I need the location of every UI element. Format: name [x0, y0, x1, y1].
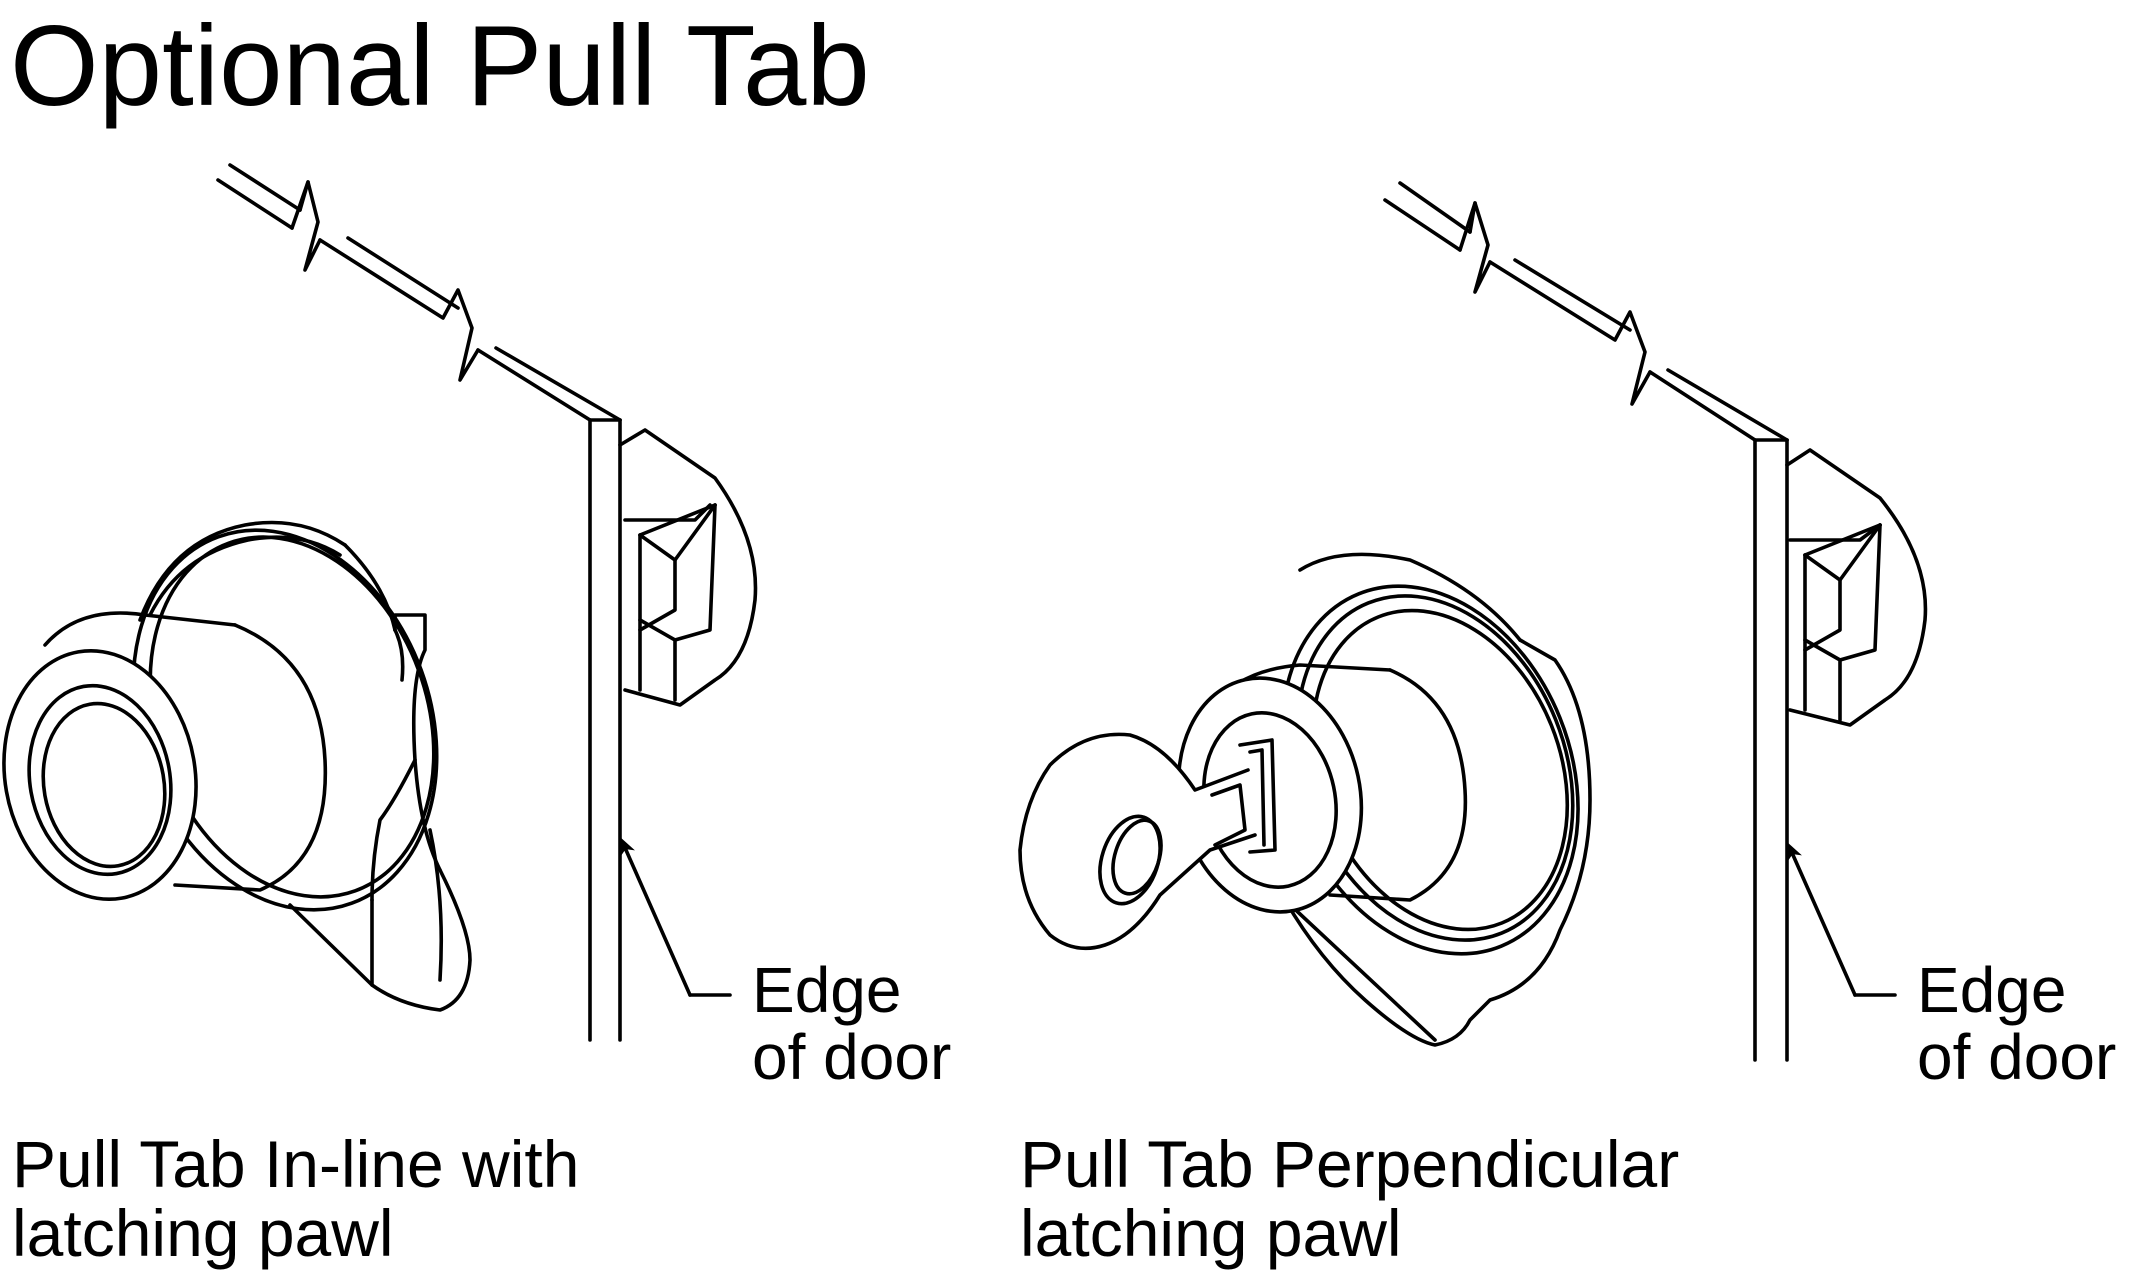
caption-line1: Pull Tab In-line with [12, 1127, 580, 1201]
edge-label-line2: of door [752, 1021, 952, 1094]
figure-caption-perpendicular: Pull Tab Perpendicular latching pawl [1020, 1130, 1679, 1267]
cabinet-edge-break [216, 163, 622, 1042]
figure-perpendicular-pull-tab [1018, 181, 1928, 1062]
edge-label-line2: of door [1917, 1021, 2117, 1094]
edge-label-line1: Edge [1917, 954, 2067, 1026]
edge-arrow-leader [620, 837, 692, 997]
caption-line2: latching pawl [1020, 1195, 1402, 1270]
edge-label-line1: Edge [752, 954, 902, 1026]
page-title: Optional Pull Tab [10, 3, 870, 130]
caption-line2: latching pawl [12, 1195, 394, 1270]
figure-inline-pull-tab [2, 163, 758, 1042]
lock-cylinder [1018, 552, 1592, 1047]
edge-arrow-leader [1787, 842, 1857, 997]
latch-body [1785, 448, 1928, 727]
latch-body [618, 428, 758, 707]
cabinet-edge-break [1383, 181, 1789, 1062]
figure-caption-inline: Pull Tab In-line with latching pawl [12, 1130, 579, 1267]
edge-of-door-label: Edge of door [752, 954, 952, 1094]
lock-cylinder [2, 520, 472, 1012]
edge-of-door-label: Edge of door [1917, 954, 2117, 1094]
caption-line1: Pull Tab Perpendicular [1020, 1127, 1680, 1201]
